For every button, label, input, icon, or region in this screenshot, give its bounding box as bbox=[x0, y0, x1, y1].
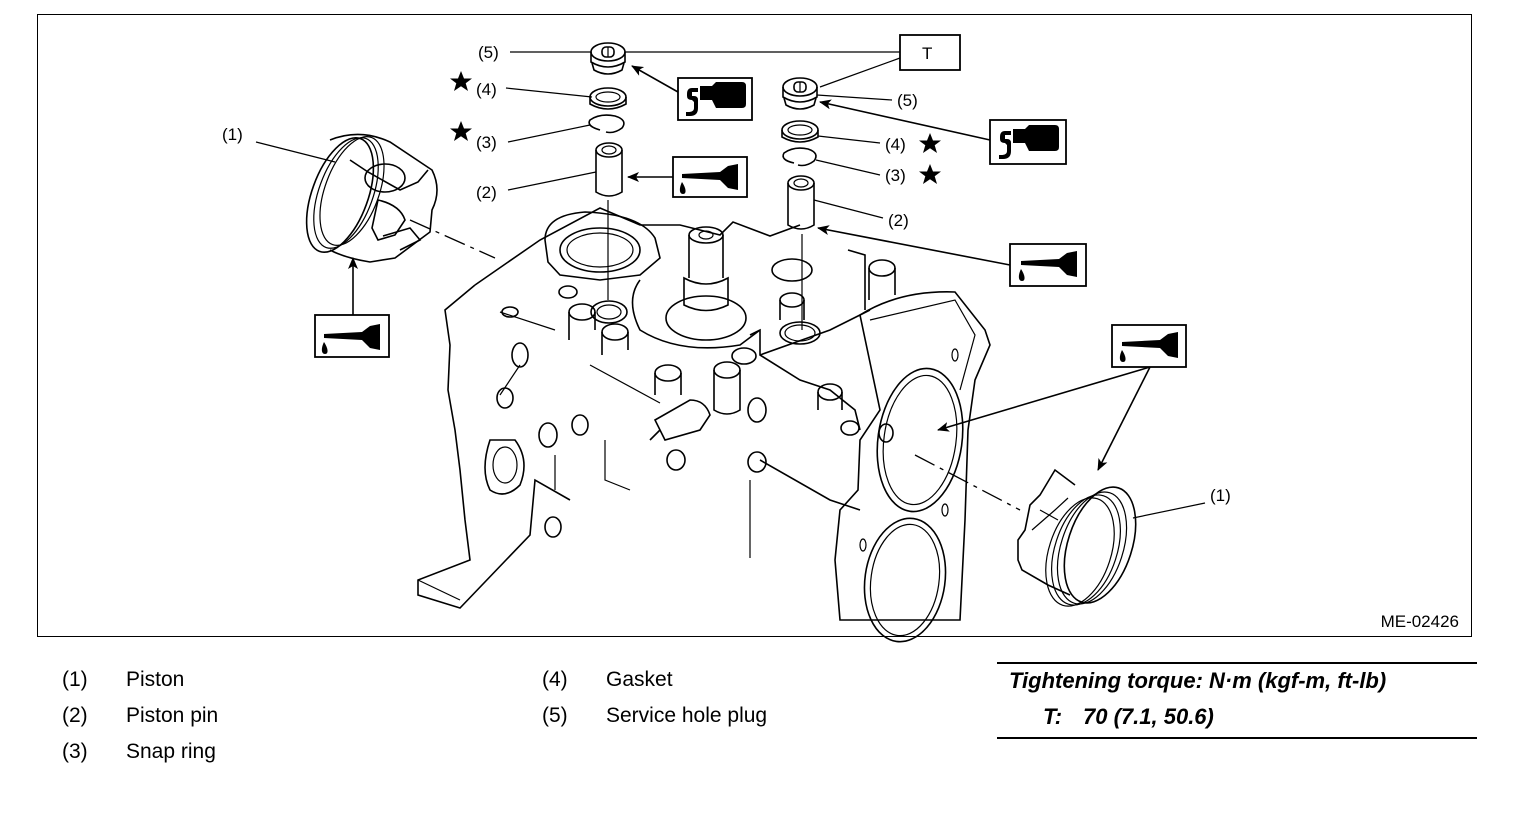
star-icon bbox=[919, 164, 941, 184]
torque-callout-box: T bbox=[899, 34, 961, 71]
oil-can-icon bbox=[314, 314, 390, 358]
gasket-right bbox=[781, 120, 819, 143]
oil-can-icon bbox=[672, 156, 748, 198]
torque-value: 70 (7.1, 50.6) bbox=[1083, 704, 1214, 729]
piston-pin-right bbox=[787, 175, 815, 230]
arrow-sealant-left bbox=[631, 65, 679, 93]
service-hole-plug-right bbox=[782, 77, 818, 110]
snap-ring-left bbox=[588, 114, 625, 134]
figure-frame: ME-02426 bbox=[37, 14, 1472, 637]
sealant-tube-icon bbox=[989, 119, 1067, 165]
piston-pin-left bbox=[595, 142, 623, 197]
sealant-tube-icon bbox=[677, 77, 753, 121]
torque-code: T: bbox=[1043, 704, 1063, 729]
callout-pin-left: (2) bbox=[476, 183, 497, 202]
leader-torque-right bbox=[819, 57, 901, 88]
callout-plug-left: (5) bbox=[478, 43, 499, 62]
callout-gasket-right: (4) bbox=[885, 135, 906, 154]
gasket-left bbox=[589, 87, 627, 110]
callout-snap-right: (3) bbox=[885, 166, 906, 185]
figure-id: ME-02426 bbox=[1380, 612, 1459, 631]
piston-right-axis bbox=[914, 454, 1021, 511]
arrow-sealant-right bbox=[819, 99, 991, 141]
torque-spec-table: Tightening torque: N·m (kgf-m, ft-lb) T:… bbox=[997, 662, 1477, 739]
oil-can-icon bbox=[1009, 243, 1087, 287]
star-icon bbox=[450, 121, 472, 141]
piston-left bbox=[305, 133, 438, 263]
callout-plug-right: (5) bbox=[897, 91, 918, 110]
arrow-oil-bore bbox=[937, 366, 1151, 432]
snap-ring-right bbox=[782, 147, 817, 167]
star-icon bbox=[919, 133, 941, 153]
arrow-oil-pin-right bbox=[817, 225, 1011, 266]
leader-piston-left bbox=[255, 141, 336, 163]
callout-snap-left: (3) bbox=[476, 133, 497, 152]
svg-text:T: T bbox=[922, 44, 932, 63]
torque-title: Tightening torque: N·m (kgf-m, ft-lb) bbox=[1009, 668, 1387, 693]
cylinder-block bbox=[417, 207, 991, 643]
oil-can-icon bbox=[1111, 324, 1187, 368]
callout-gasket-left: (4) bbox=[476, 80, 497, 99]
star-icon bbox=[450, 71, 472, 91]
piston-left-axis bbox=[409, 219, 496, 259]
callout-piston-left: (1) bbox=[222, 125, 243, 144]
service-hole-plug-left bbox=[590, 42, 626, 75]
callout-pin-right: (2) bbox=[888, 211, 909, 230]
piston-right bbox=[1017, 468, 1137, 607]
arrow-oil-piston-right bbox=[1097, 366, 1151, 471]
callout-piston-right: (1) bbox=[1210, 486, 1231, 505]
torque-value-row: T: 70 (7.1, 50.6) bbox=[1043, 704, 1214, 730]
